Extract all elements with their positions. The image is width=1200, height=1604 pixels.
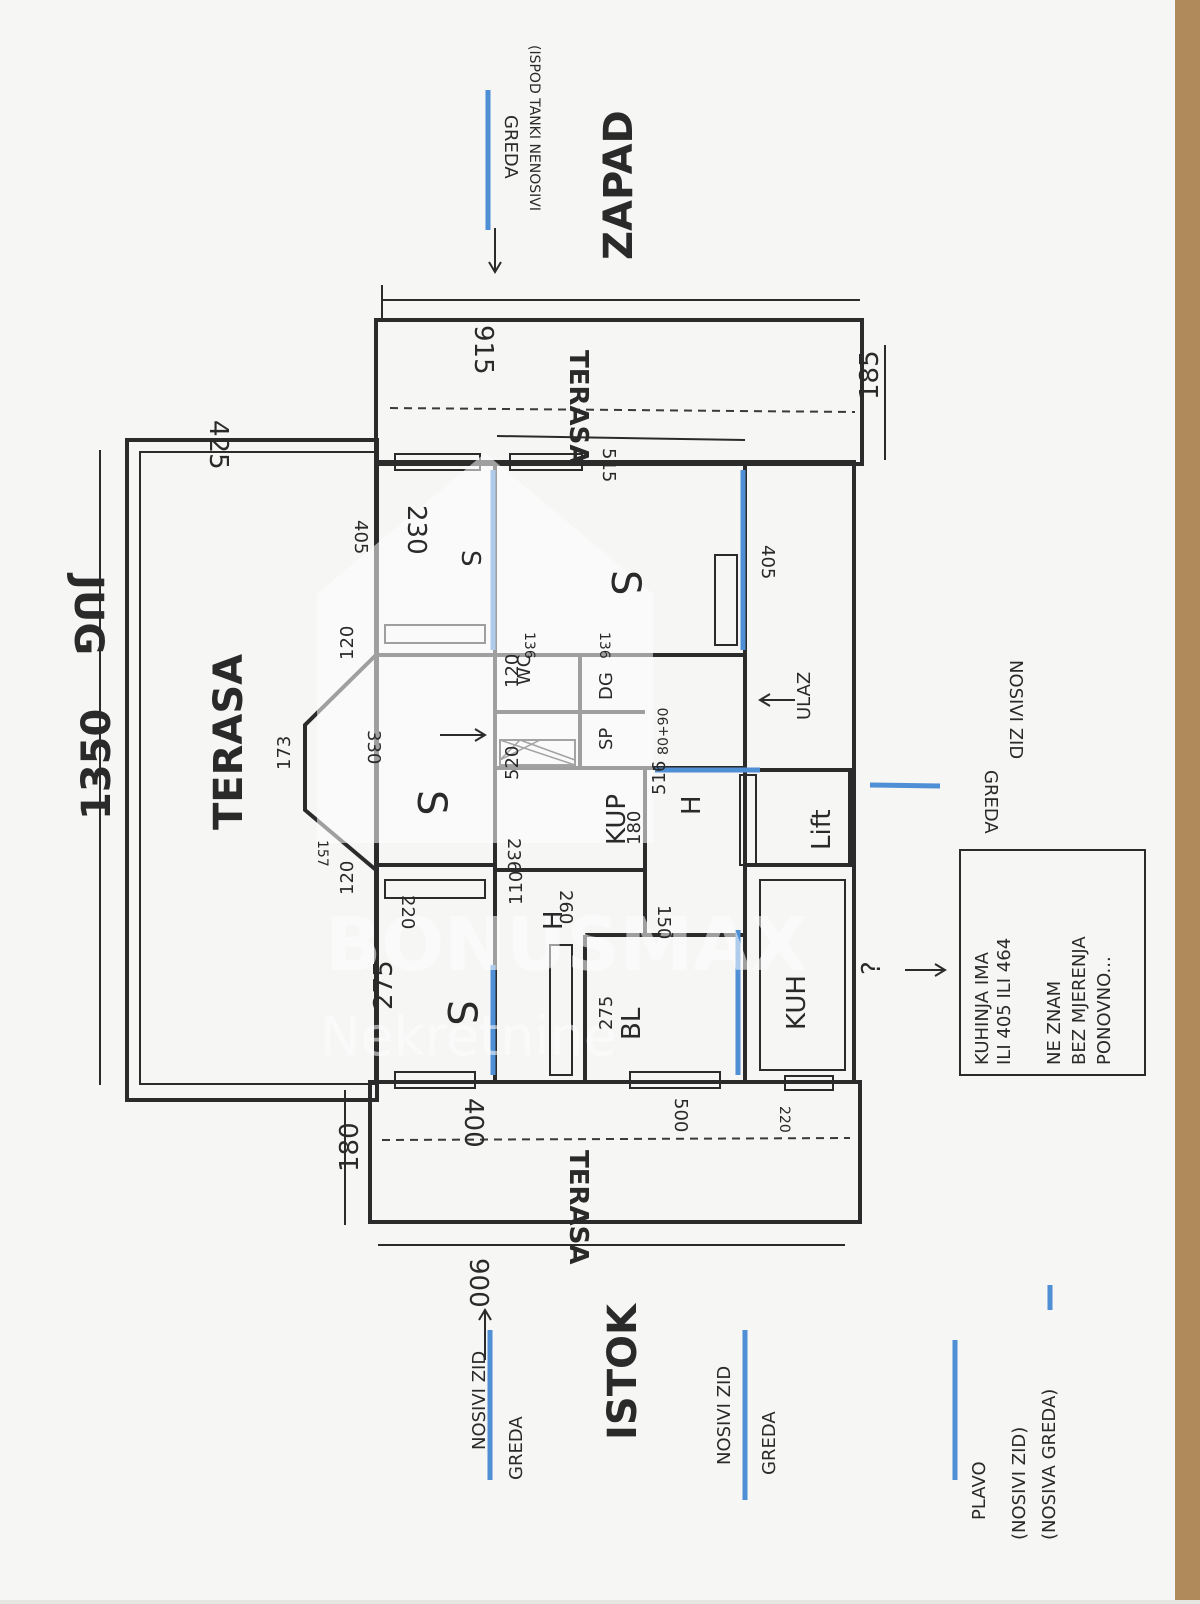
lift-box: [743, 768, 852, 867]
dim-330: 330: [363, 730, 384, 764]
dim-260: 260: [555, 890, 576, 924]
window-4: [629, 1071, 721, 1089]
watermark: BONUSMAX Nekretnine: [317, 453, 808, 1068]
room-terasa-main: TERASA: [206, 654, 252, 830]
dim-120-b: 120: [502, 654, 523, 688]
note-legend-3: (NOSIVA GREDA): [1039, 1389, 1060, 1540]
room-kup-size: 180: [624, 811, 645, 845]
table-edge: [1175, 0, 1200, 1600]
note-east-2a: NOSIVI ZID: [714, 1366, 735, 1465]
room-bl: BL: [617, 1007, 647, 1040]
dim-120-c: 120: [337, 861, 358, 895]
room-s-2: S: [602, 570, 648, 595]
room-terasa-east: TERASA: [563, 1150, 593, 1265]
dim-236: 236: [503, 838, 524, 872]
dim-120-a: 120: [337, 626, 358, 660]
dim-900: 900: [463, 1258, 493, 1308]
dim-500: 500: [670, 1098, 691, 1132]
dim-230: 230: [401, 505, 431, 555]
label-wc: WC: [514, 655, 535, 685]
blue-wall-6: [869, 782, 941, 789]
window-3: [394, 1071, 476, 1089]
dim-173: 173: [274, 736, 295, 770]
room-entrance: ULAZ: [794, 672, 815, 720]
room-h-2: H: [539, 910, 569, 930]
dim-185: 185: [855, 350, 885, 400]
note-kitchen-4: BEZ MJERENJA: [1069, 936, 1090, 1065]
dim-405-b: 405: [757, 545, 778, 579]
note-greda-top-2: (ISPOD TANKI NENOSIVI: [526, 45, 542, 211]
dim-515-line: [496, 435, 746, 441]
arrows: [440, 228, 947, 1360]
room-lift: Lift: [807, 809, 837, 850]
compass-east: ISTOK: [600, 1302, 646, 1440]
note-greda-right-2: NOSIVI ZID: [1005, 660, 1026, 759]
terrace-west-dash: [389, 407, 856, 413]
window-2: [509, 453, 583, 471]
room-s-4: S: [438, 1000, 484, 1025]
note-east-2b: GREDA: [759, 1411, 780, 1475]
dim-915: 915: [468, 325, 498, 375]
stair-2: [384, 879, 486, 899]
dim-136-a: 136: [521, 632, 537, 659]
window-5: [784, 1075, 834, 1091]
note-east-1a: NOSIVI ZID: [469, 1351, 490, 1450]
room-s-3: S: [408, 790, 454, 815]
compass-west: ZAPAD: [596, 110, 642, 260]
note-greda-top-1: GREDA: [500, 115, 521, 179]
room-h-1: H: [677, 795, 707, 815]
dim-220: 220: [397, 895, 418, 929]
note-legend-1: PLAVO: [969, 1461, 990, 1520]
watermark-sub: Nekretnine: [320, 1005, 617, 1068]
kitchen-counter: [759, 879, 846, 1071]
terrace-east-outline: [368, 1080, 862, 1224]
terrace-west-outline: [374, 318, 864, 466]
compass-south: JUG: [65, 572, 111, 655]
dim-157: 157: [314, 840, 330, 867]
dim-516: 516: [649, 761, 670, 795]
dim-515: 515: [598, 448, 619, 482]
stair-3: [714, 554, 738, 646]
room-dg: DG: [596, 672, 617, 700]
dim-1350: 1350: [74, 709, 120, 820]
kitchen-note-box: [959, 849, 1146, 1076]
dim-150: 150: [653, 905, 674, 939]
room-s-1: S: [455, 550, 485, 567]
dim-405-a: 405: [350, 520, 371, 554]
dim-275-b: 275: [596, 996, 617, 1030]
stair-5: [739, 774, 757, 866]
dim-136-b: 136: [596, 632, 612, 659]
stair-4: [549, 944, 573, 1076]
dim-520: 520: [502, 746, 523, 780]
note-legend-2: (NOSIVI ZID): [1009, 1427, 1030, 1540]
dim-question: ?: [857, 961, 887, 975]
watermark-brand: BONUSMAX: [325, 902, 808, 988]
room-kup: KUP: [602, 794, 632, 845]
note-kitchen-1: KUHINJA IMA: [972, 951, 993, 1065]
dim-425: 425: [203, 420, 233, 470]
dim-400: 400: [458, 1098, 488, 1148]
dim-220-b: 220: [776, 1106, 792, 1133]
note-kitchen-3: NE ZNAM: [1044, 981, 1065, 1065]
note-kitchen-5: PONOVNO...: [1094, 956, 1115, 1065]
dim-80-90: 80+90: [656, 708, 672, 755]
note-greda-right-1: GREDA: [980, 770, 1001, 834]
dim-110: 110: [506, 871, 527, 905]
room-sp: SP: [596, 728, 617, 750]
dim-180: 180: [335, 1122, 365, 1172]
room-kuh: KUH: [782, 975, 812, 1030]
note-kitchen-2: ILI 405 ILI 464: [994, 938, 1015, 1065]
dim-275-a: 275: [369, 960, 399, 1010]
room-terasa-west: TERASA: [563, 350, 593, 465]
note-east-1b: GREDA: [506, 1416, 527, 1480]
